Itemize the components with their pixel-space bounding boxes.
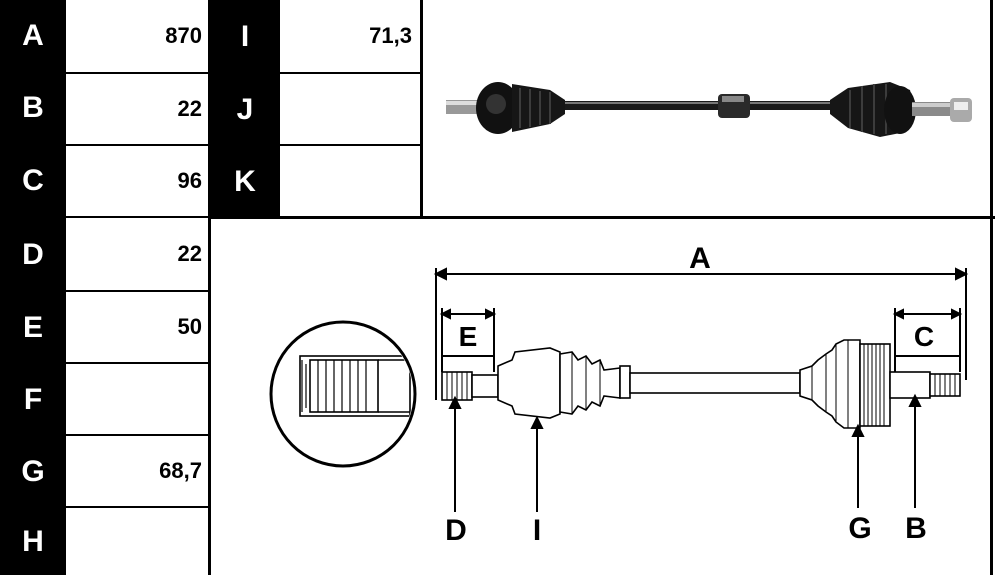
value-cell-g: 68,7 (66, 436, 210, 508)
label-cell-f: F (0, 364, 66, 436)
dimension-a-label: A (689, 242, 711, 275)
label-cell-g: G (0, 436, 66, 508)
label-cell-i: I (210, 0, 280, 74)
value-cell-h (66, 508, 210, 575)
value-cell-j (280, 74, 420, 146)
value-cell-e: 50 (66, 292, 210, 364)
value-cell-k (280, 146, 420, 218)
value-cell-i: 71,3 (280, 0, 420, 74)
value-cell-d: 22 (66, 218, 210, 292)
dimension-c-label: C (914, 321, 934, 352)
shaft-outline (441, 339, 961, 429)
dimension-a (433, 267, 969, 400)
callout-b-label: B (905, 512, 927, 545)
spline-detail-magnifier (269, 320, 417, 468)
label-cell-e: E (0, 292, 66, 364)
divider-vertical-photo (420, 0, 423, 218)
dimension-e-label: E (459, 321, 478, 352)
callout-g-label: G (848, 512, 871, 545)
value-cell-b: 22 (66, 74, 210, 146)
label-cell-h: H (0, 508, 66, 575)
drive-shaft-photo (446, 82, 972, 137)
dimension-c (892, 308, 963, 372)
label-cell-k: K (210, 146, 280, 218)
value-cell-f (66, 364, 210, 436)
callout-d-label: D (445, 514, 467, 547)
callout-lines (448, 393, 922, 512)
divider-right-edge (990, 0, 993, 575)
value-cell-c: 96 (66, 146, 210, 218)
label-cell-j: J (210, 74, 280, 146)
dimension-e (439, 308, 497, 372)
divider-vertical-left-table (208, 0, 211, 575)
label-cell-a: A (0, 0, 66, 72)
value-cell-a: 870 (66, 0, 210, 74)
label-cell-b: B (0, 72, 66, 144)
label-cell-c: C (0, 144, 66, 218)
label-cell-d: D (0, 218, 66, 292)
divider-horizontal-photo (210, 216, 995, 219)
callout-i-label: I (533, 514, 541, 547)
